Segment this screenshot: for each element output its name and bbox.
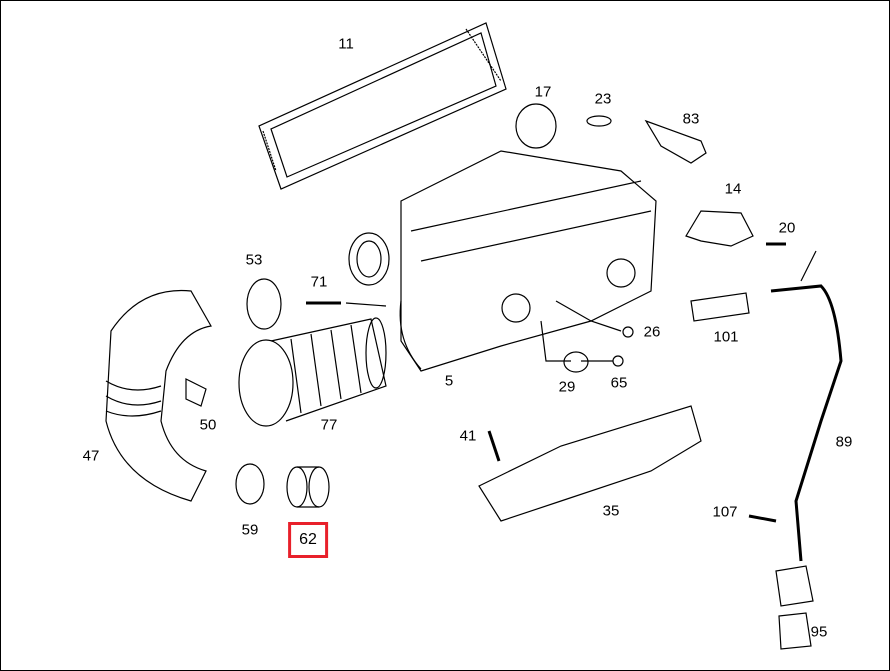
sleeve-part[interactable] xyxy=(690,292,750,322)
connector-part[interactable] xyxy=(185,378,207,407)
part-label-26[interactable]: 26 xyxy=(643,323,661,341)
sealing-ring-part[interactable] xyxy=(286,466,330,508)
part-label-29[interactable]: 29 xyxy=(558,378,576,396)
sensor-part[interactable] xyxy=(685,210,754,247)
pipe-part[interactable] xyxy=(770,284,843,562)
cap-part[interactable] xyxy=(515,103,557,149)
part-label-89[interactable]: 89 xyxy=(835,433,853,451)
part-label-59[interactable]: 59 xyxy=(241,521,259,539)
bushing-part[interactable] xyxy=(563,351,589,373)
washer-part[interactable] xyxy=(586,115,612,127)
bracket-part[interactable] xyxy=(644,119,707,164)
part-label-47[interactable]: 47 xyxy=(82,447,100,465)
part-label-11[interactable]: 11 xyxy=(338,35,354,53)
air-duct-hose-part[interactable] xyxy=(105,289,212,502)
clamp-part[interactable] xyxy=(246,278,282,330)
bellows-hose-part[interactable] xyxy=(238,317,387,427)
part-label-41[interactable]: 41 xyxy=(459,427,477,445)
part-label-71[interactable]: 71 xyxy=(310,273,328,291)
part-label-23[interactable]: 23 xyxy=(594,90,612,108)
bolt-107-part[interactable] xyxy=(748,514,777,523)
grommet-part[interactable] xyxy=(622,326,634,338)
part-label-17[interactable]: 17 xyxy=(534,83,552,101)
part-label-35[interactable]: 35 xyxy=(602,502,620,520)
part-label-77[interactable]: 77 xyxy=(320,416,338,434)
part-label-50[interactable]: 50 xyxy=(199,416,217,434)
part-label-107[interactable]: 107 xyxy=(712,503,738,521)
grommet-95-part[interactable] xyxy=(778,612,812,650)
grommet-upper-part[interactable] xyxy=(775,565,814,607)
part-label-62-highlighted[interactable]: 62 xyxy=(288,522,328,558)
nut-part[interactable] xyxy=(612,355,624,367)
part-label-101[interactable]: 101 xyxy=(713,328,739,346)
part-label-83[interactable]: 83 xyxy=(682,110,700,128)
cover-part[interactable] xyxy=(478,405,702,522)
intake-manifold-part[interactable] xyxy=(348,150,657,372)
air-filter-part[interactable] xyxy=(258,22,507,190)
part-label-14[interactable]: 14 xyxy=(724,180,742,198)
part-label-20[interactable]: 20 xyxy=(778,219,796,237)
part-label-53[interactable]: 53 xyxy=(245,251,263,269)
bolt-41-part[interactable] xyxy=(487,430,501,462)
hose-clamp-part[interactable] xyxy=(235,463,265,505)
part-label-95[interactable]: 95 xyxy=(810,623,828,641)
part-label-5[interactable]: 5 xyxy=(444,372,454,390)
part-label-65[interactable]: 65 xyxy=(610,374,628,392)
